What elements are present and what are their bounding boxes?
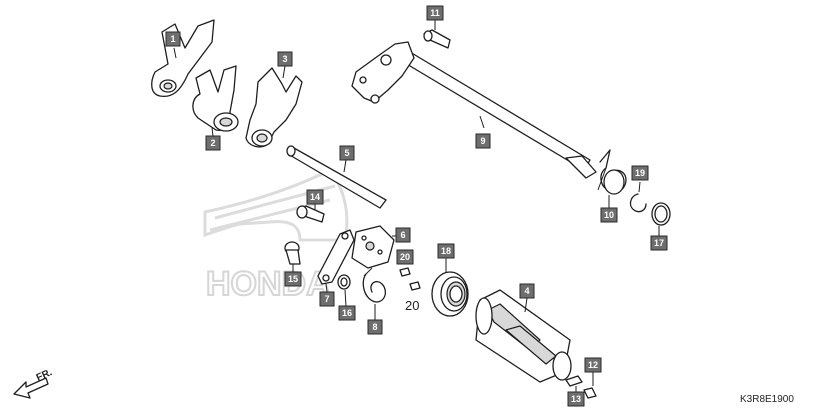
honda-watermark-logo: HONDA: [203, 168, 349, 304]
fork-shaft-5: [286, 145, 387, 209]
svg-text:8: 8: [372, 322, 377, 332]
svg-text:6: 6: [400, 230, 405, 240]
callout-14: 14: [306, 189, 324, 205]
svg-text:12: 12: [588, 360, 598, 370]
bolt-11: [423, 29, 451, 49]
callout-16: 16: [338, 305, 356, 321]
bolt-14: [296, 205, 325, 223]
shift-fork-2: [192, 65, 239, 132]
callout-10: 10: [600, 207, 618, 223]
callout-15: 15: [284, 271, 302, 287]
washer-16: [337, 274, 351, 290]
svg-text:13: 13: [571, 394, 581, 404]
callout-19: 19: [631, 165, 649, 181]
svg-text:17: 17: [654, 238, 664, 248]
callout-9: 9: [475, 133, 491, 149]
label-20-plain: 20: [405, 298, 419, 313]
callout-11: 11: [426, 5, 444, 21]
callout-13: 13: [567, 391, 585, 407]
stopper-arm-7: [317, 229, 355, 285]
gearshift-spindle-9: [351, 41, 597, 179]
pin-13: [565, 375, 583, 387]
svg-text:7: 7: [324, 294, 329, 304]
drum-shifter-6: [351, 225, 395, 269]
callout-20: 20: [396, 249, 414, 265]
dowel-pin-20b: [409, 281, 421, 291]
svg-text:3: 3: [282, 54, 287, 64]
shift-fork-3: [245, 67, 303, 148]
watermark-text: HONDA: [206, 265, 331, 303]
svg-text:18: 18: [441, 246, 451, 256]
bearing-18: [431, 271, 469, 317]
front-direction-arrow-icon: FR.: [13, 367, 54, 399]
callout-6: 6: [395, 227, 411, 243]
callout-4: 4: [519, 283, 535, 299]
front-marker-text: FR.: [35, 367, 54, 384]
svg-text:16: 16: [342, 308, 352, 318]
svg-text:2: 2: [210, 138, 215, 148]
svg-text:4: 4: [524, 286, 529, 296]
svg-text:15: 15: [288, 274, 298, 284]
svg-text:11: 11: [430, 8, 440, 18]
callout-17: 17: [650, 235, 668, 251]
svg-text:20: 20: [400, 252, 410, 262]
callout-7: 7: [319, 291, 335, 307]
callout-18: 18: [437, 243, 455, 259]
svg-text:14: 14: [310, 192, 320, 202]
callout-12: 12: [584, 357, 602, 373]
svg-text:1: 1: [170, 34, 175, 44]
callout-3: 3: [277, 51, 293, 67]
return-spring-10: [597, 149, 627, 195]
pin-12: [583, 387, 597, 399]
svg-text:9: 9: [480, 136, 485, 146]
part-code: K3R8E1900: [740, 394, 794, 405]
washer-17: [651, 202, 671, 226]
svg-text:19: 19: [635, 168, 645, 178]
callout-2: 2: [205, 135, 221, 151]
bolt-15: [284, 241, 301, 265]
callout-8: 8: [367, 319, 383, 335]
shift-drum-4: [475, 289, 572, 383]
dowel-pin-20a: [399, 267, 411, 277]
svg-text:5: 5: [344, 148, 349, 158]
circlip-19: [629, 193, 647, 213]
callout-1: 1: [165, 31, 181, 47]
svg-text:10: 10: [604, 210, 614, 220]
callout-5: 5: [339, 145, 355, 161]
spring-8: [362, 267, 387, 303]
